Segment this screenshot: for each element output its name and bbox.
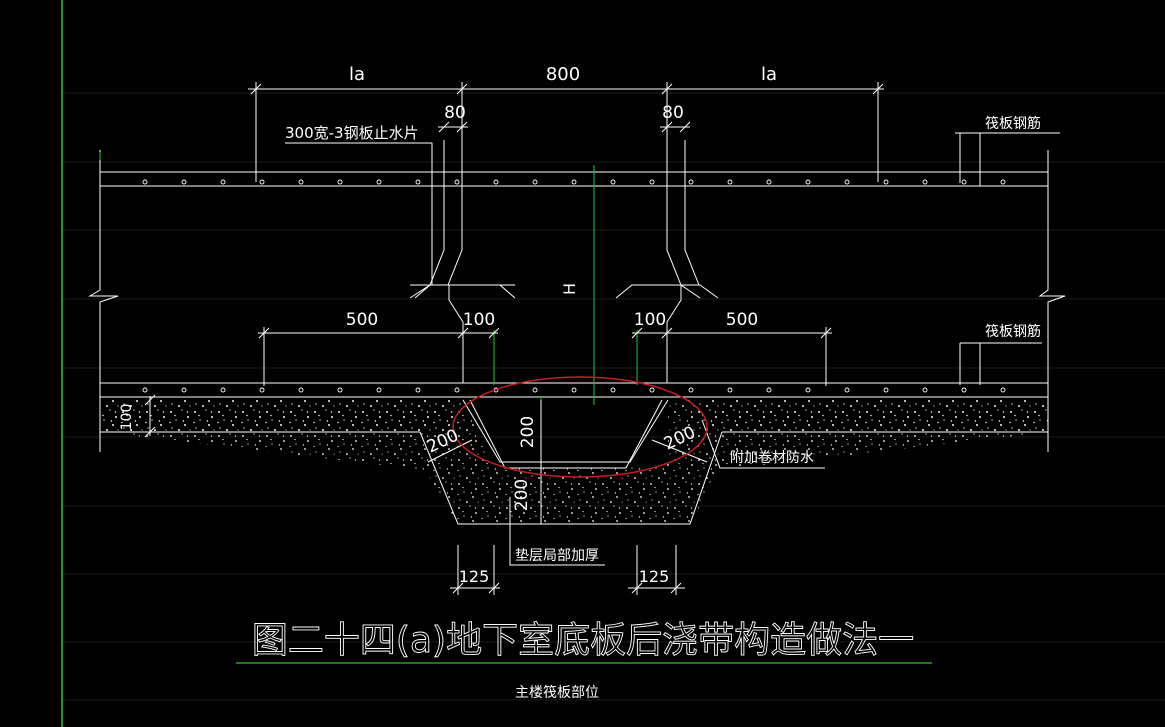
dim-80-left: 80 [444,103,466,123]
rebar-dot [571,387,577,393]
top-rebar-dots [142,179,1006,185]
dim-h: H [560,283,579,295]
rebar-dot [259,387,265,393]
rebar-dot [688,179,694,185]
dim-125-right: 125 [639,567,670,586]
dim-200-center-upper: 200 [518,416,538,448]
rebar-dot [766,179,772,185]
figure-subtitle: 主楼筏板部位 [515,684,599,701]
rebar-dot [610,387,616,393]
dim-la-left: la [349,64,365,85]
dim-100-right: 100 [634,310,666,330]
rebar-dot [727,179,733,185]
rebar-dot [259,179,265,185]
dim-800: 800 [546,64,580,85]
rebar-dot [493,179,499,185]
rebar-dot [1000,387,1006,393]
label-extra-membrane: 附加卷材防水 [730,450,814,466]
rebar-dot [376,179,382,185]
cushion-layer-strip-right [690,400,1048,432]
rebar-dot [766,387,772,393]
rebar-dot [688,387,694,393]
rebar-dot [805,179,811,185]
rebar-dot [181,179,187,185]
rebar-dot [181,387,187,393]
dim-100-left: 100 [463,310,495,330]
cushion-layer-strip-left [100,400,463,432]
rebar-dot [415,387,421,393]
dim-500-right: 500 [726,310,758,330]
label-cushion-thicken: 垫层局部加厚 [515,548,599,564]
rebar-dot [922,179,928,185]
rebar-dot [649,387,655,393]
rebar-dot [376,387,382,393]
rebar-dot [337,387,343,393]
post-cast-strip-outline [100,399,1048,525]
rebar-dot [454,387,460,393]
label-waterstop: 300宽-3钢板止水片 [285,124,419,142]
rebar-dot [961,387,967,393]
dimension-lines [144,82,884,595]
rebar-dot [844,387,850,393]
dim-125-left: 125 [459,567,490,586]
dim-200-center-lower: 200 [512,479,532,511]
raft-slab-outline [88,150,1066,452]
highlight-ellipse[interactable] [452,376,708,478]
rebar-dot [142,179,148,185]
label-raft-rebar-top: 筏板钢筋 [985,115,1041,132]
rebar-dot [532,179,538,185]
rebar-dot [805,387,811,393]
bottom-rebar-dots [142,387,1006,393]
rebar-dot [571,179,577,185]
dim-500-left: 500 [346,310,378,330]
dim-100-slab: 100 [119,404,135,431]
rebar-dot [220,387,226,393]
leader-lines [285,132,1060,566]
rebar-dot [727,387,733,393]
rebar-dot [337,179,343,185]
rebar-dot [454,179,460,185]
rebar-dot [922,387,928,393]
dim-la-right: la [761,64,777,85]
rebar-dot [649,179,655,185]
rebar-dot [1000,179,1006,185]
rebar-dot [298,179,304,185]
rebar-dot [844,179,850,185]
figure-title: 图二十四(a)地下室底板后浇带构造做法一 [252,620,914,661]
rebar-dot [532,387,538,393]
steel-waterstop-plates [409,140,719,383]
cushion-layer-center-pit [425,462,720,524]
rebar-dot [298,387,304,393]
dim-80-right: 80 [662,103,684,123]
rebar-dot [883,387,889,393]
rebar-dot [220,179,226,185]
rebar-dot [610,179,616,185]
rebar-dot [415,179,421,185]
rebar-dot [883,179,889,185]
rebar-dot [961,179,967,185]
label-raft-rebar-bottom: 筏板钢筋 [985,323,1041,340]
rebar-dot [142,387,148,393]
